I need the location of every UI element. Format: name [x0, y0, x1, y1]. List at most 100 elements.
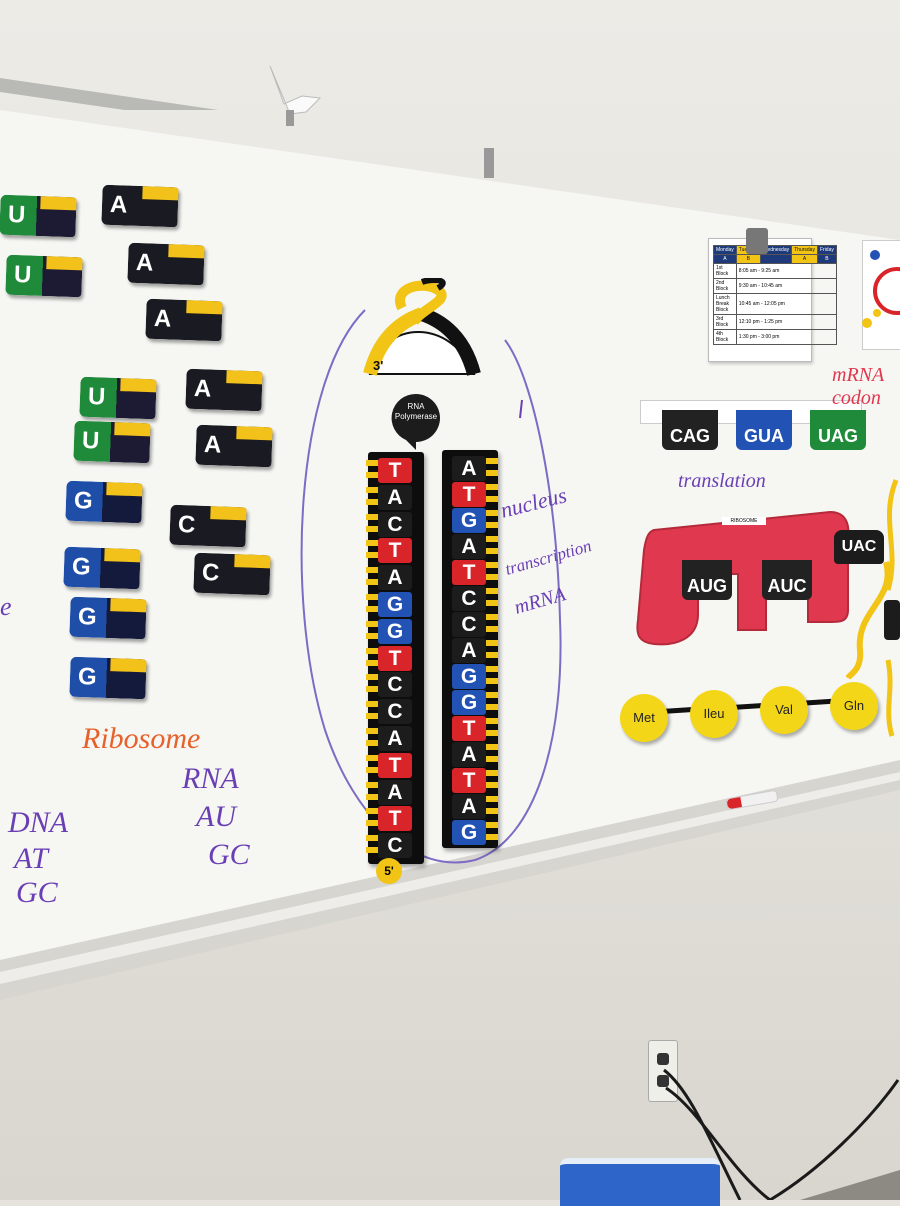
backbone-rung: [366, 766, 378, 773]
schedule-time: 10:45 am - 12:05 pm: [735, 293, 837, 315]
dna-base-a: A: [378, 484, 412, 510]
amino-acid-val: Val: [760, 686, 808, 734]
backbone-rung: [366, 847, 378, 854]
magnet-clip: [746, 228, 768, 254]
dna-base-t: T: [452, 482, 486, 507]
schedule-day-type: B: [735, 254, 761, 264]
handwriting-partial: e: [0, 592, 12, 621]
trna-anticodon: UAC: [834, 530, 884, 564]
trna-right-edge: [884, 479, 900, 737]
backbone-rung: [366, 659, 378, 666]
nucleotide-letter: G: [77, 602, 98, 631]
handwriting-gc-dna: GC: [16, 876, 58, 909]
dna-base-c: C: [378, 511, 412, 537]
backbone-rung: [366, 606, 378, 612]
mrna-codon: UAG: [810, 410, 866, 450]
whiteboard-marker-tray: [0, 760, 900, 1000]
ribosome-tag: RIBOSOME: [722, 517, 766, 525]
amino-acid-ileu: Ileu: [690, 690, 738, 738]
backbone-rung: [486, 600, 498, 606]
handwriting-translation: translation: [678, 470, 766, 492]
handwriting-dna: DNA: [8, 806, 68, 839]
schedule-day-type: A: [791, 254, 818, 264]
nucleotide-letter: G: [71, 552, 92, 581]
backbone-rung: [486, 522, 498, 528]
backbone-rung: [366, 579, 378, 586]
yellow-magnet: [862, 318, 872, 328]
dna-base-g: G: [378, 592, 412, 617]
dna-base-c: C: [452, 586, 486, 611]
backbone-rung: [486, 470, 498, 476]
dna-base-a: A: [378, 565, 412, 591]
backbone-rung: [486, 808, 498, 814]
blue-magnet: [870, 250, 880, 260]
backbone-rung: [366, 472, 378, 478]
dna-base-c: C: [378, 833, 412, 859]
trna-strand: [846, 561, 891, 680]
ribosome-codon: AUG: [682, 560, 732, 600]
handwriting-rna: RNA: [182, 762, 239, 795]
nucleotide-letter: A: [153, 304, 172, 333]
backbone-rung: [366, 754, 378, 761]
backbone-rung: [486, 730, 498, 736]
backbone-rung: [366, 647, 378, 654]
backbone-rung: [486, 548, 498, 554]
backbone-rung: [366, 728, 378, 734]
schedule-block: 4th Block: [713, 329, 737, 345]
rail-clip: [484, 148, 494, 178]
poster-edge: [862, 240, 900, 350]
ribosome-codon: AUC: [762, 560, 812, 600]
handwriting-au: AU: [196, 800, 236, 833]
nucleotide-tile-c: C: [193, 552, 271, 596]
nucleotide-letter: G: [77, 662, 98, 691]
backbone-rung: [486, 692, 498, 698]
dna-base-g: G: [452, 508, 486, 533]
schedule-block: Lunch Break Block: [713, 293, 737, 315]
dna-base-a: A: [378, 726, 412, 751]
backbone-rung: [486, 756, 498, 762]
backbone-rung: [366, 713, 378, 720]
nucleotide-tile-u: U: [79, 376, 157, 420]
nucleotide-tile-a: A: [185, 368, 263, 412]
backbone-rung: [486, 834, 498, 840]
nucleotide-letter: A: [135, 248, 154, 277]
nucleotide-tile-u: U: [0, 194, 77, 238]
schedule-day-type: [759, 254, 793, 264]
nucleotide-tile-a: A: [127, 242, 205, 286]
dna-base-g: G: [452, 820, 486, 845]
nucleotide-tile-g: G: [69, 656, 147, 700]
backbone-rung: [486, 796, 498, 802]
nucleotide-tile-g: G: [69, 596, 147, 640]
backbone-rung: [486, 536, 498, 542]
backbone-rung: [366, 498, 378, 505]
nucleotide-letter: G: [73, 486, 94, 515]
mrna-codon: CAG: [662, 410, 718, 450]
dna-base-a: A: [452, 534, 486, 559]
backbone-rung: [366, 793, 378, 800]
dna-base-g: G: [452, 664, 486, 689]
nucleotide-tile-g: G: [63, 546, 141, 590]
backbone-rung: [366, 620, 378, 627]
backbone-rung: [486, 510, 498, 516]
dna-base-t: T: [452, 768, 486, 793]
backbone-rung: [366, 567, 378, 574]
rna-polymerase-piece: [391, 393, 440, 450]
handwriting-mark: [519, 399, 523, 419]
schedule-block: 2nd Block: [713, 278, 737, 294]
dna-base-c: C: [452, 612, 486, 637]
schedule-block: 3rd Block: [713, 314, 737, 330]
backbone-rung: [366, 513, 378, 520]
dna-base-c: C: [378, 672, 412, 698]
nucleotide-letter: A: [193, 374, 212, 403]
backbone-rung: [486, 718, 498, 724]
schedule-day-type: B: [816, 254, 837, 264]
dna-helix-top-piece: [363, 278, 481, 377]
dna-base-t: T: [378, 538, 412, 564]
dna-base-g: G: [378, 618, 412, 644]
nucleotide-tile-a: A: [101, 184, 179, 228]
amino-acid-met: Met: [620, 694, 668, 742]
